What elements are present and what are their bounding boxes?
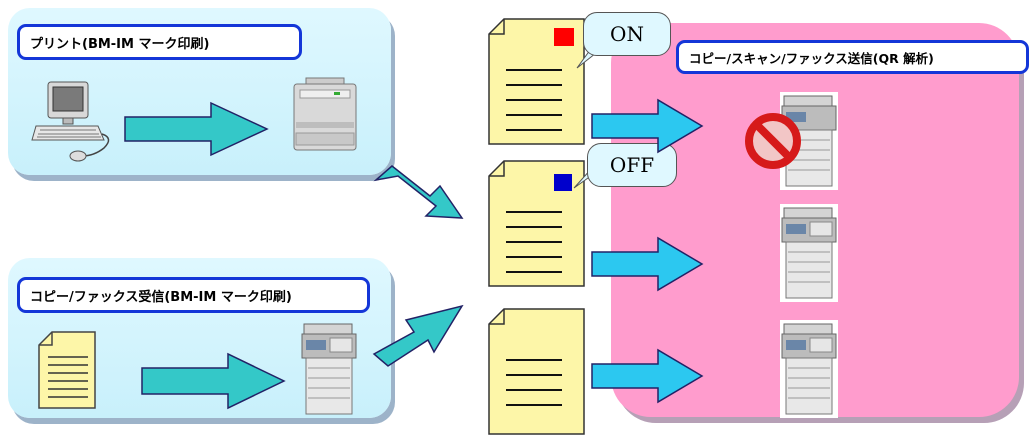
prohibited-icon (745, 113, 801, 169)
printer-icon (293, 77, 357, 151)
arrow-doc-off-to-copier (591, 236, 704, 292)
print-label: プリント(BM-IM マーク印刷) (17, 24, 302, 60)
arrow-doc-plain-to-copier (591, 348, 704, 404)
copier-icon-2 (780, 204, 838, 302)
doc-on (488, 18, 585, 145)
arrow-doc-on-to-copier (591, 98, 704, 154)
doc-off (488, 160, 585, 287)
copier-icon (301, 323, 357, 415)
arrow-doc-to-copier (141, 352, 286, 410)
arrow-pc-to-printer (124, 101, 269, 157)
copier-icon-3 (780, 320, 838, 418)
off-marker (554, 174, 572, 191)
on-bubble: ON (583, 12, 671, 56)
doc-plain (488, 308, 585, 435)
copy-fax-receive-label: コピー/ファックス受信(BM-IM マーク印刷) (17, 277, 370, 313)
document-icon (38, 331, 96, 409)
on-marker (554, 28, 574, 46)
arrow-receive-to-docs (372, 304, 464, 367)
computer-icon (31, 81, 110, 162)
copy-scan-fax-send-label: コピー/スキャン/ファックス送信(QR 解析) (676, 40, 1029, 74)
arrow-print-to-docs (373, 165, 464, 219)
